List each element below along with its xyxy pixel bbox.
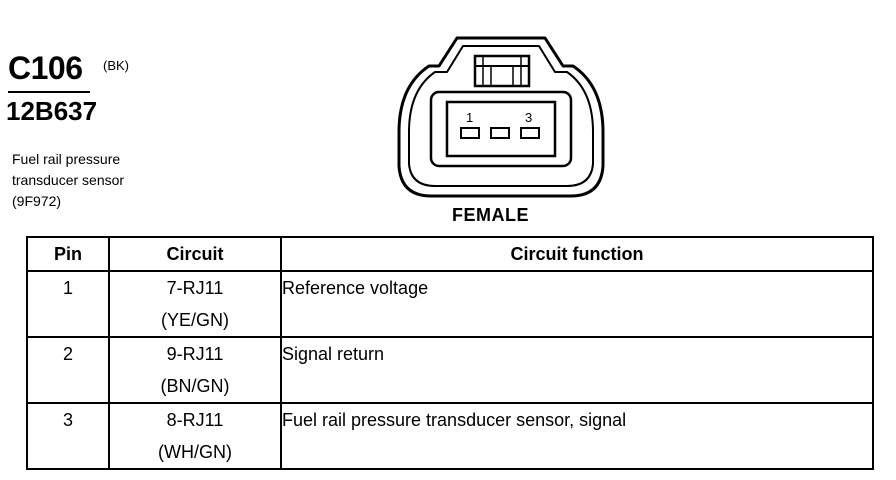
circuit-cell: 8-RJ11 (WH/GN) <box>108 402 282 470</box>
pinout-table: Pin Circuit Circuit function 1 7-RJ11 (Y… <box>26 236 874 470</box>
pin-number-label-last: 3 <box>525 110 532 125</box>
wire-color: (BN/GN) <box>160 376 230 396</box>
pin-terminal-1 <box>460 127 480 139</box>
column-header-pin: Pin <box>26 236 110 272</box>
pin-cavity <box>445 100 557 158</box>
connector-inner-shell <box>408 45 594 187</box>
wire-color: (WH/GN) <box>158 442 232 462</box>
function-cell: Reference voltage <box>280 270 874 338</box>
pin-cavity-housing <box>429 90 573 168</box>
circuit-cell: 7-RJ11 (YE/GN) <box>108 270 282 338</box>
column-header-circuit: Circuit <box>108 236 282 272</box>
pin-terminal-2 <box>490 127 510 139</box>
connector-id: C106 <box>8 50 83 86</box>
part-number: 12B637 <box>6 96 98 126</box>
pin-number-label-first: 1 <box>466 110 473 125</box>
description-line: (9F972) <box>12 193 62 209</box>
circuit-cell: 9-RJ11 (BN/GN) <box>108 336 282 404</box>
table-row: 1 7-RJ11 (YE/GN) Reference voltage <box>26 270 874 338</box>
locking-tab <box>473 54 531 88</box>
function-cell: Signal return <box>280 336 874 404</box>
connector-face-drawing: 1 3 <box>397 36 605 198</box>
pin-cell: 3 <box>26 402 110 470</box>
table-row: 3 8-RJ11 (WH/GN) Fuel rail pressure tran… <box>26 402 874 470</box>
connector-color-code: (BK) <box>103 58 129 73</box>
pin-cell: 2 <box>26 336 110 404</box>
circuit-number: 7-RJ11 <box>166 278 224 298</box>
wire-color: (YE/GN) <box>160 310 229 330</box>
table-row: 2 9-RJ11 (BN/GN) Signal return <box>26 336 874 404</box>
table-header-row: Pin Circuit Circuit function <box>26 236 874 272</box>
connector-outer-shell <box>397 36 605 198</box>
description-line: Fuel rail pressure <box>12 151 121 167</box>
pin-cell: 1 <box>26 270 110 338</box>
circuit-number: 8-RJ11 <box>166 410 224 430</box>
pin-terminal-3 <box>520 127 540 139</box>
description-line: transducer sensor <box>12 172 125 188</box>
connector-gender-label: FEMALE <box>452 205 529 225</box>
component-description: Fuel rail pressure transducer sensor (9F… <box>12 149 124 212</box>
title-underline <box>8 91 90 93</box>
function-cell: Fuel rail pressure transducer sensor, si… <box>280 402 874 470</box>
column-header-function: Circuit function <box>280 236 874 272</box>
circuit-number: 9-RJ11 <box>166 344 224 364</box>
